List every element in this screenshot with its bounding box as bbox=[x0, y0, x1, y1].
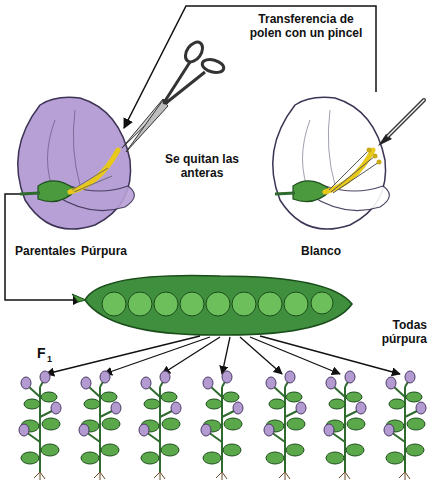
phenotype-label: Púrpura bbox=[80, 244, 128, 258]
purple-flower bbox=[18, 97, 135, 229]
generation-label: F bbox=[36, 346, 47, 360]
scissors bbox=[122, 39, 225, 152]
phenotype-label: Blanco bbox=[300, 244, 342, 258]
row-label: Parentales bbox=[14, 244, 77, 258]
generation-subscript: 1 bbox=[46, 354, 53, 364]
step-label: Se quitan las anteras bbox=[163, 152, 241, 180]
f1-plants bbox=[19, 371, 426, 480]
offspring-arrows bbox=[46, 336, 400, 374]
result-label: Todas púrpura bbox=[368, 318, 428, 346]
pea-pod bbox=[72, 276, 352, 336]
white-flower bbox=[273, 97, 390, 229]
paintbrush bbox=[378, 100, 424, 146]
step-label: Transferencia de polen con un pincel bbox=[244, 12, 368, 40]
